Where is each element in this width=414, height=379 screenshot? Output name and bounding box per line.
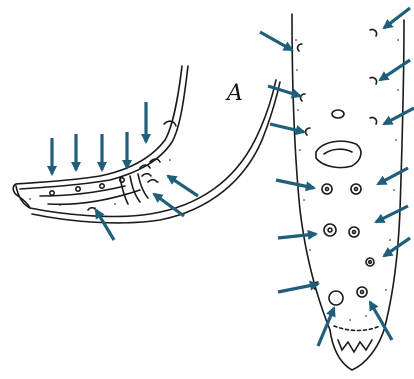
arrow-r1 (260, 32, 292, 50)
tail-tip-ventral (330, 330, 384, 370)
ventral-tail-drawing (292, 14, 404, 370)
cloaca (316, 141, 361, 167)
arrow-r6 (384, 108, 414, 124)
tail-outline-upper-inner (20, 66, 188, 189)
arrow-r10 (376, 206, 408, 222)
arrow-r12 (278, 284, 318, 292)
arrow-r4 (380, 60, 410, 80)
arrow-r5 (270, 124, 304, 132)
tail-left-edge (292, 14, 330, 330)
arrow-r9 (278, 234, 316, 238)
arrow-r8 (378, 168, 408, 184)
left-arrows (52, 102, 198, 240)
tail-outline-upper (16, 66, 182, 184)
panel-label: A (225, 81, 243, 106)
arrow-r7 (276, 180, 314, 188)
arrow-l8 (96, 210, 114, 240)
arrow-l6 (168, 176, 198, 196)
arrow-r2 (384, 8, 410, 28)
